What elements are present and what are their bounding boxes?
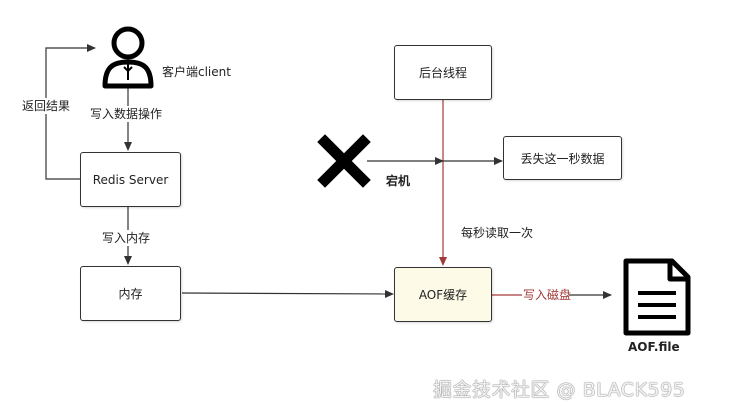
lose-data-label: 丢失这一秒数据 [520,151,605,166]
aof-file-label: AOF.file [628,340,680,354]
crash-label: 宕机 [386,174,411,188]
redis-server-node: Redis Server [80,152,181,207]
user-icon [102,26,154,89]
aof-buffer-label: AOF缓存 [418,288,468,302]
write-disk-label: 写入磁盘 [523,288,572,302]
write-memory-label: 写入内存 [102,230,151,246]
read-every-second-label: 每秒读取一次 [461,226,534,240]
background-thread-node: 后台线程 [394,45,492,100]
edge-memory-to-aof [181,289,394,298]
background-thread-label: 后台线程 [418,66,467,80]
return-result-label: 返回结果 [22,98,71,114]
memory-label: 内存 [118,287,143,301]
lose-data-node: 丢失这一秒数据 [503,136,622,180]
client-label: 客户端client [162,65,231,79]
file-icon [623,258,691,336]
memory-node: 内存 [80,266,181,321]
redis-server-label: Redis Server [92,172,169,187]
write-data-op-label: 写入数据操作 [90,106,163,122]
crash-x-icon [317,134,371,188]
watermark-text: 掘金技术社区 @ BLACK595 [433,379,686,401]
aof-buffer-node: AOF缓存 [394,267,492,322]
